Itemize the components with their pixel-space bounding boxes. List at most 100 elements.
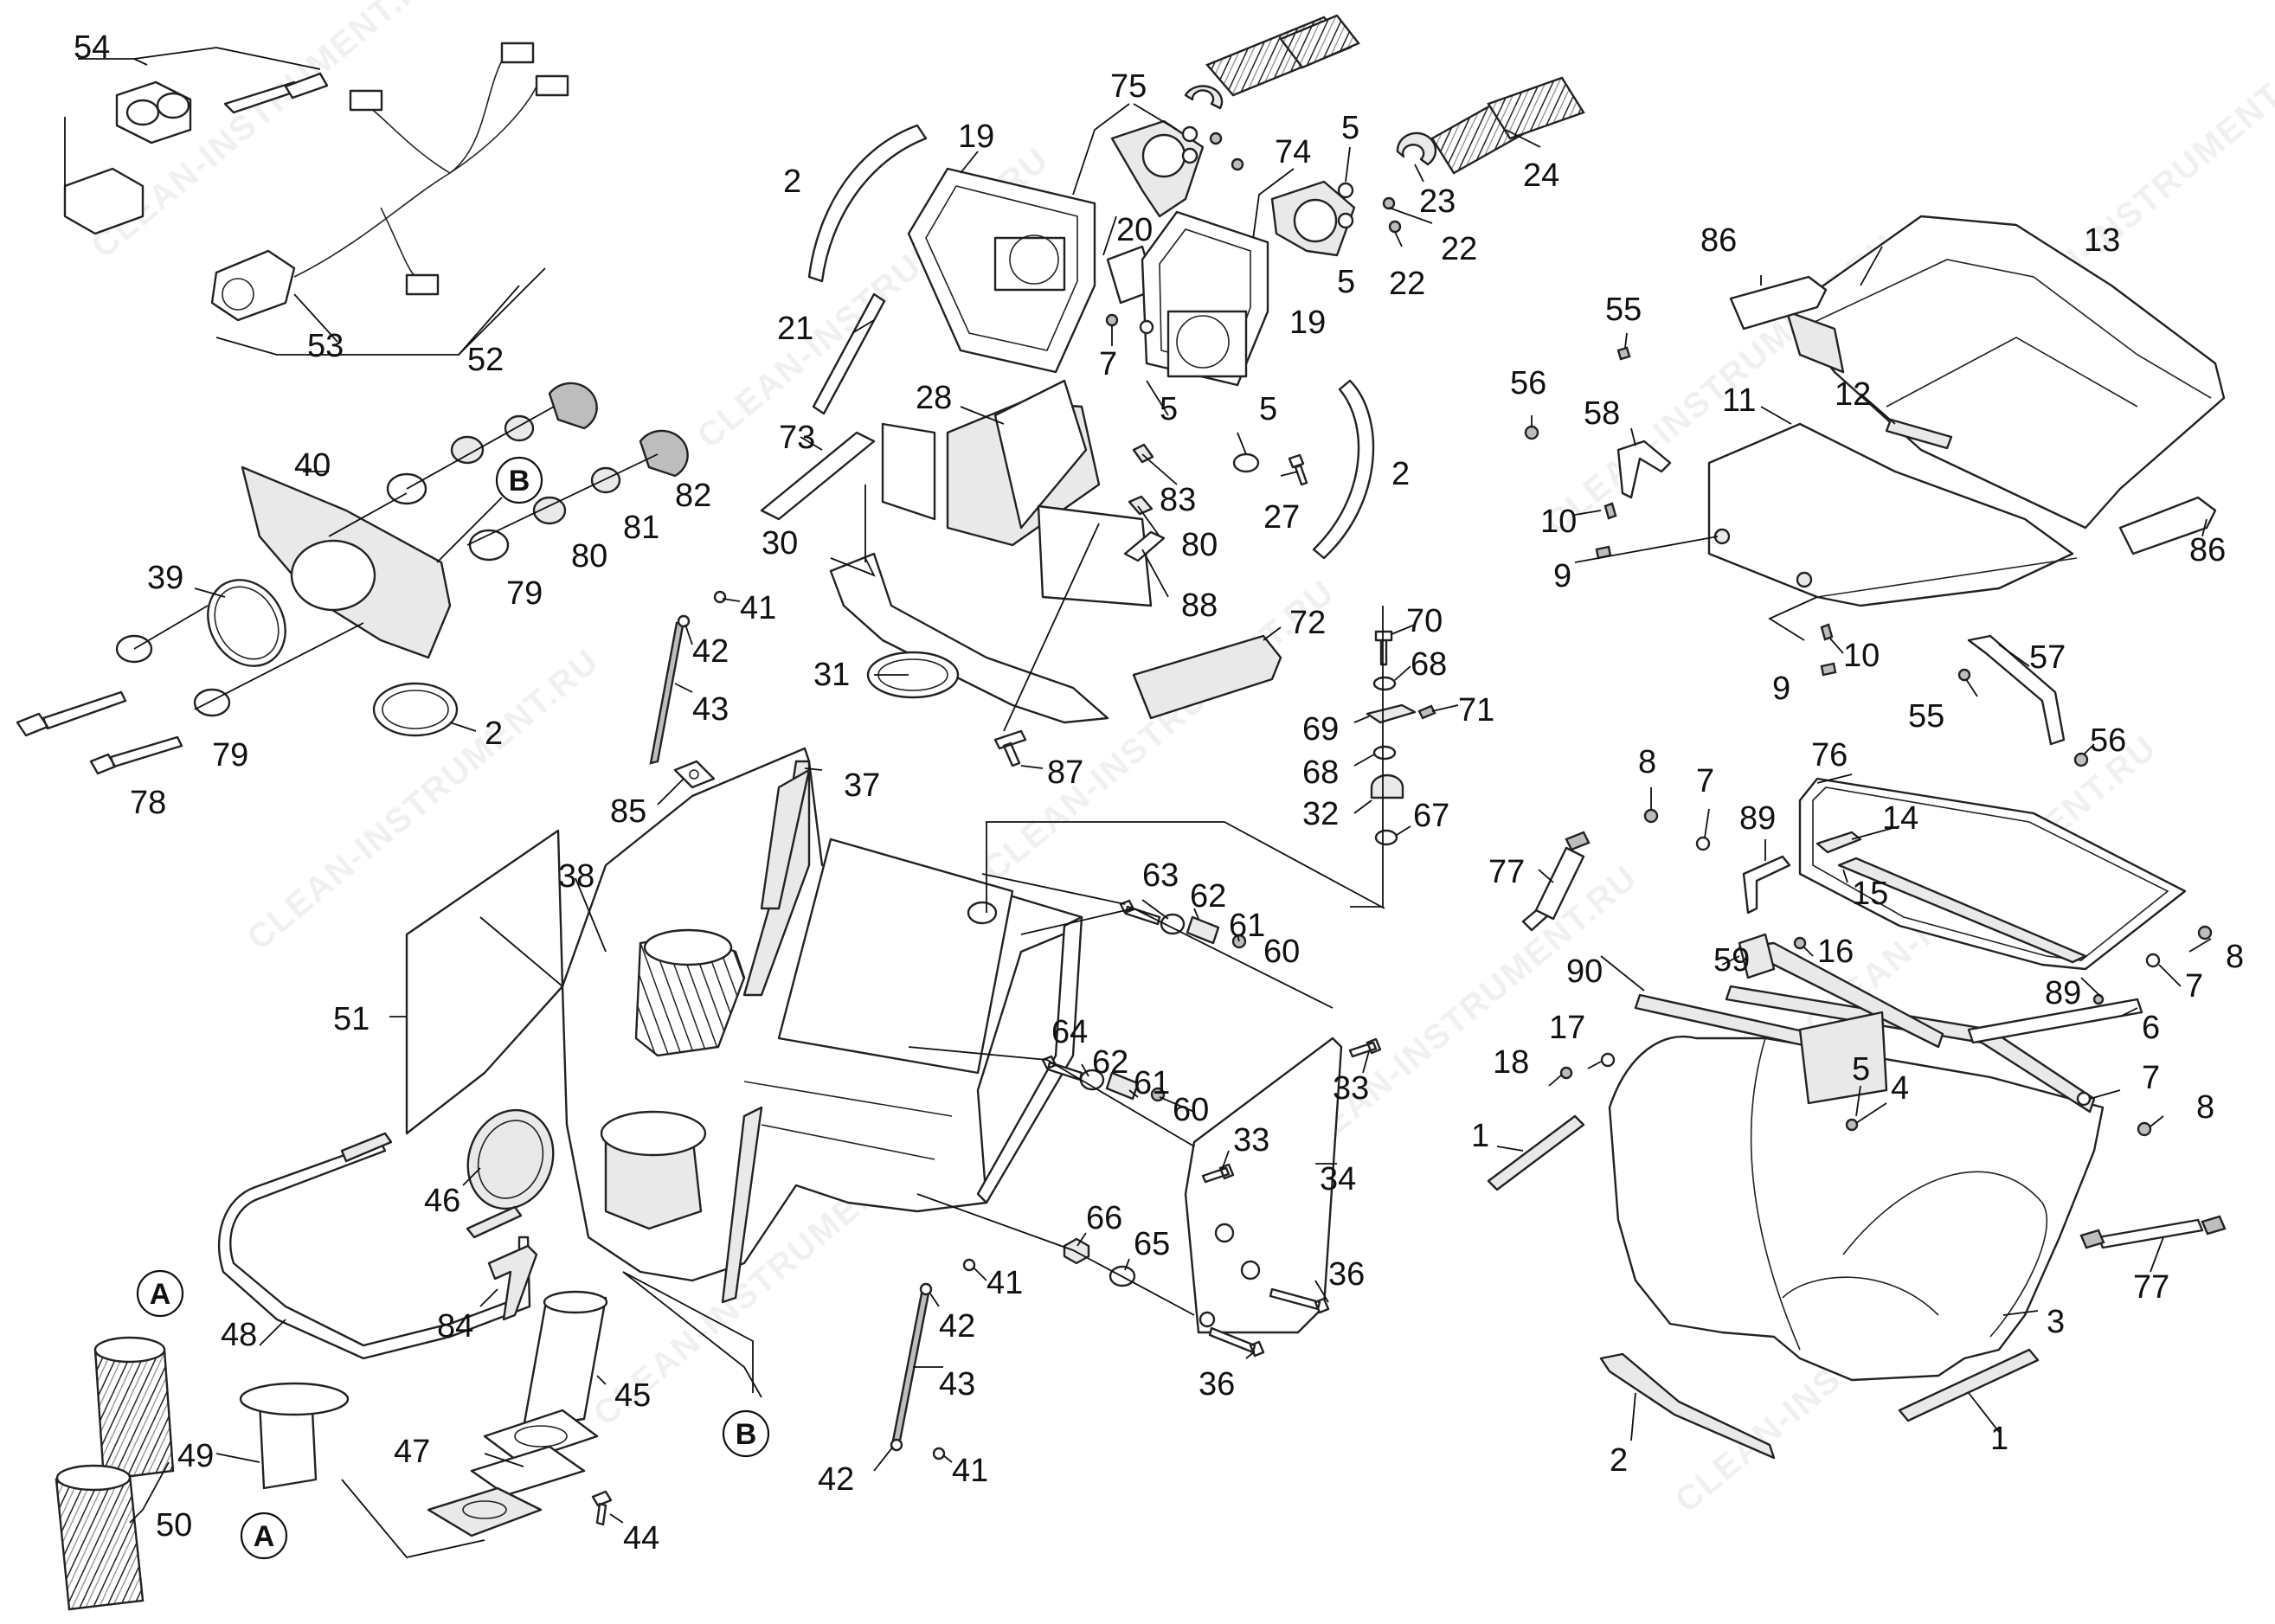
callout-23: 23 <box>1419 183 1456 220</box>
bolt <box>16 690 127 737</box>
spacer-61 <box>1105 1071 1140 1101</box>
callout-65: 65 <box>1134 1226 1170 1262</box>
leader-line <box>2150 1115 2164 1127</box>
callout-55: 55 <box>1605 292 1642 328</box>
spacer-61 <box>1186 915 1220 945</box>
callout-2: 2 <box>783 164 801 200</box>
screw-4 <box>1845 1118 1859 1132</box>
leader-line <box>194 622 364 710</box>
nut-67 <box>1374 829 1398 846</box>
side-panel <box>1037 504 1153 607</box>
flange-47 <box>483 1409 599 1464</box>
callout-87: 87 <box>1047 754 1083 791</box>
leader-line <box>942 1454 953 1463</box>
callout-2: 2 <box>485 716 503 752</box>
screw-41 <box>962 1258 976 1272</box>
leader-line <box>1003 523 1100 732</box>
leader-line <box>622 1271 762 1398</box>
connector-socket <box>125 99 160 126</box>
plate-window <box>1166 310 1248 378</box>
leader-line <box>1394 231 1403 247</box>
flap-2 <box>1599 1352 1776 1460</box>
support-plate <box>1798 1011 1888 1105</box>
housing-3-edge <box>1782 1276 1939 1316</box>
bolt-78 <box>89 735 183 775</box>
leader-line <box>341 1479 485 1558</box>
nut-8 <box>2137 1121 2152 1137</box>
seal-ring-39 <box>207 579 286 667</box>
housing-3-edge <box>1750 1037 1801 1351</box>
callout-75: 75 <box>1110 68 1147 105</box>
screw <box>1231 157 1244 171</box>
leader-line <box>479 916 563 987</box>
leader-line <box>1237 934 1240 942</box>
pin-55 <box>1957 668 1971 682</box>
strip-88 <box>1123 530 1166 562</box>
handle-86 <box>1729 275 1828 331</box>
housing-group: 90 59 16 89 6 17 18 5 4 7 8 1 3 2 1 <box>1471 933 2214 1479</box>
hose-38-end <box>643 928 733 966</box>
leader-line <box>129 1509 144 1524</box>
leader-line <box>1998 644 2030 667</box>
plate-85 <box>673 760 716 789</box>
bar-14 <box>1816 831 1862 854</box>
leader-line <box>929 1293 940 1307</box>
callout-69: 69 <box>1302 711 1339 748</box>
washer-7 <box>2145 953 2161 968</box>
leader-line <box>449 722 477 732</box>
screw-59 <box>1793 936 1807 950</box>
callout-43: 43 <box>939 1366 975 1403</box>
plate-frame-inner <box>1159 228 1251 369</box>
leader-line <box>2150 1236 2164 1273</box>
leader-line <box>1431 704 1459 712</box>
leader-line <box>1314 1280 1329 1303</box>
screw <box>1209 132 1223 145</box>
housing-3-edge <box>1842 1171 2047 1338</box>
wiring-harness-group: 54 53 52 <box>63 29 569 378</box>
pin-contact <box>284 72 329 99</box>
callout-42: 42 <box>692 633 729 670</box>
bolt-33 <box>1348 1037 1382 1058</box>
callout-58: 58 <box>1584 395 1620 432</box>
washer-42 <box>919 1282 933 1296</box>
leader-line <box>1391 624 1416 635</box>
terminal-block <box>349 89 383 112</box>
callout-40: 40 <box>294 447 331 484</box>
callout-15: 15 <box>1852 876 1888 912</box>
hopper-body-group: 37 38 51 85 41 42 43 <box>333 590 1385 1393</box>
leader-line <box>2188 938 2212 953</box>
nut-8 <box>2197 925 2213 940</box>
reference-circle-a <box>136 1269 184 1318</box>
leader-line <box>484 1453 524 1467</box>
callout-39: 39 <box>147 560 183 596</box>
washer-7 <box>2076 1091 2092 1107</box>
hopper-inner-wall <box>777 838 1014 1075</box>
leader-line <box>1081 1063 1089 1077</box>
leader-line <box>458 285 520 356</box>
leader-line <box>2158 964 2182 987</box>
callout-85: 85 <box>610 793 646 830</box>
washer-79 <box>193 688 231 717</box>
callout-18: 18 <box>1493 1044 1529 1081</box>
bracket-58 <box>1616 440 1672 499</box>
nut-18 <box>1559 1066 1573 1080</box>
washer <box>1181 147 1199 164</box>
reference-label-b: B <box>509 465 530 497</box>
flap-73 <box>760 431 876 521</box>
callout-31: 31 <box>813 657 850 693</box>
callout-38: 38 <box>558 858 594 895</box>
callout-46: 46 <box>424 1183 460 1219</box>
leader-line <box>133 47 321 70</box>
pin-55 <box>1616 346 1631 361</box>
callout-14: 14 <box>1882 800 1918 837</box>
washer-68 <box>1372 745 1397 761</box>
callout-10: 10 <box>1540 504 1577 540</box>
leader-line <box>1141 899 1169 920</box>
leader-line <box>215 267 546 356</box>
leader-line <box>1137 505 1160 537</box>
leader-line <box>1851 825 1900 840</box>
side-bracket-group: 40 B 82 81 80 79 39 2 79 78 <box>16 382 711 821</box>
callout-22: 22 <box>1389 266 1425 302</box>
callout-10: 10 <box>1843 638 1880 674</box>
bumper-32 <box>1370 773 1404 799</box>
